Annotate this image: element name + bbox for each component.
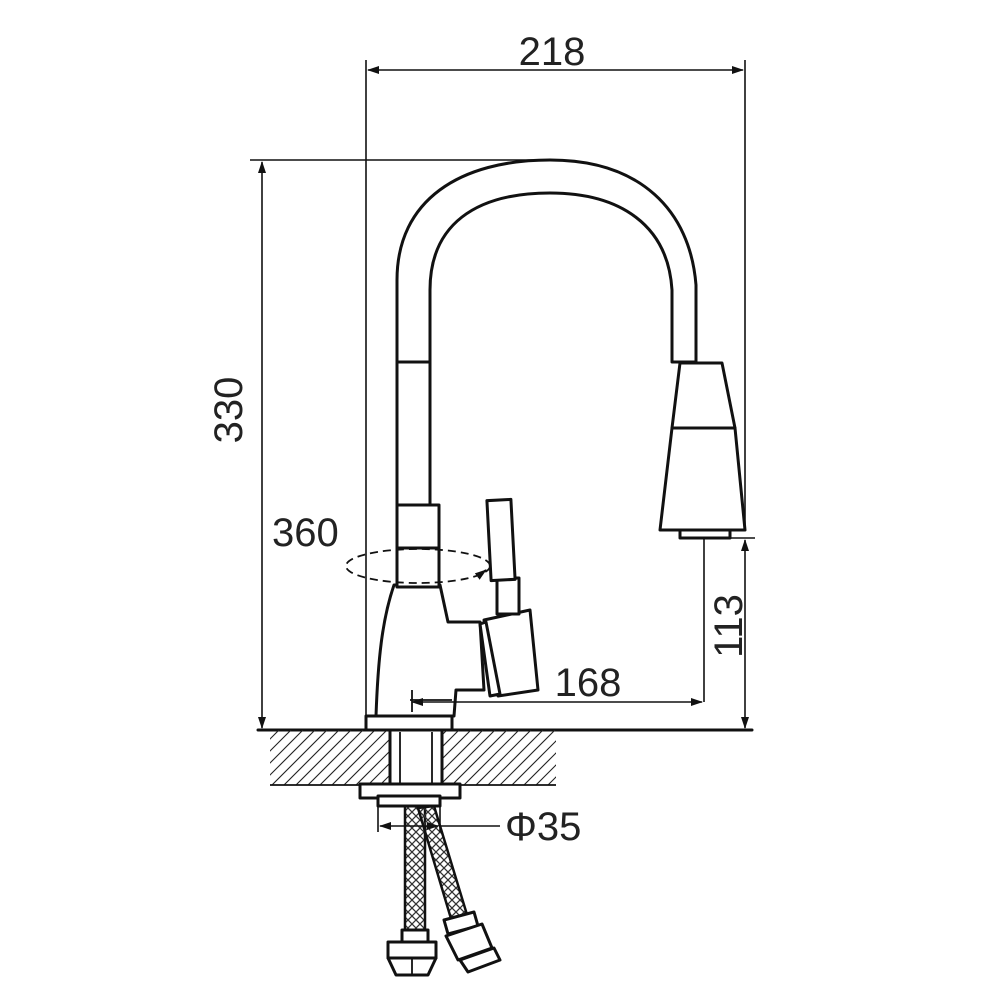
hatch-line [270,730,316,776]
height-label: 330 [207,377,251,444]
hatch-line [271,730,328,785]
hatch-line [270,730,280,740]
spray-head [658,361,747,540]
gooseneck-spout [395,158,698,507]
hatch-line [584,730,639,785]
rotation-indicator: 360 [272,511,491,584]
swivel-column [395,503,441,589]
dimension-spout-height: 113 [696,537,755,729]
hatch-line [463,730,520,785]
spout-height-label: 113 [707,594,751,658]
hatch-line [523,752,556,785]
hatch-line [560,730,615,785]
hatch-line [270,730,304,764]
dimension-width: 218 [365,30,746,716]
hatch-line [547,776,556,785]
hatch-line [535,764,556,785]
hatch-line [511,740,556,785]
hatch-line [212,730,267,785]
faucet-base [364,583,486,732]
hatch-line [307,730,364,785]
hatch-line [439,730,496,785]
dimension-base-diameter: Φ35 [377,805,581,849]
rotation-label: 360 [272,511,339,555]
diameter-label: Φ35 [505,805,581,849]
hatch-line [572,730,627,785]
hatch-line [608,730,663,785]
hatch-line [319,730,376,785]
dimension-height: 330 [207,159,552,729]
hatch-line [283,730,340,785]
countertop [200,728,754,786]
hatch-line [596,730,651,785]
hatch-line [270,730,292,752]
hatch-line [487,730,544,785]
hatch-line [200,730,255,785]
lever-handle [478,497,540,698]
width-label: 218 [519,30,586,74]
dimension-reach: 168 [411,538,705,706]
hatch-line [499,730,556,785]
hatch-line [451,730,508,785]
supply-hose-left [386,804,438,977]
reach-label: 168 [555,661,622,705]
hatch-line [331,730,388,785]
hatch-line [295,730,352,785]
supply-hose-right [416,804,502,974]
hatch-line [475,730,532,785]
